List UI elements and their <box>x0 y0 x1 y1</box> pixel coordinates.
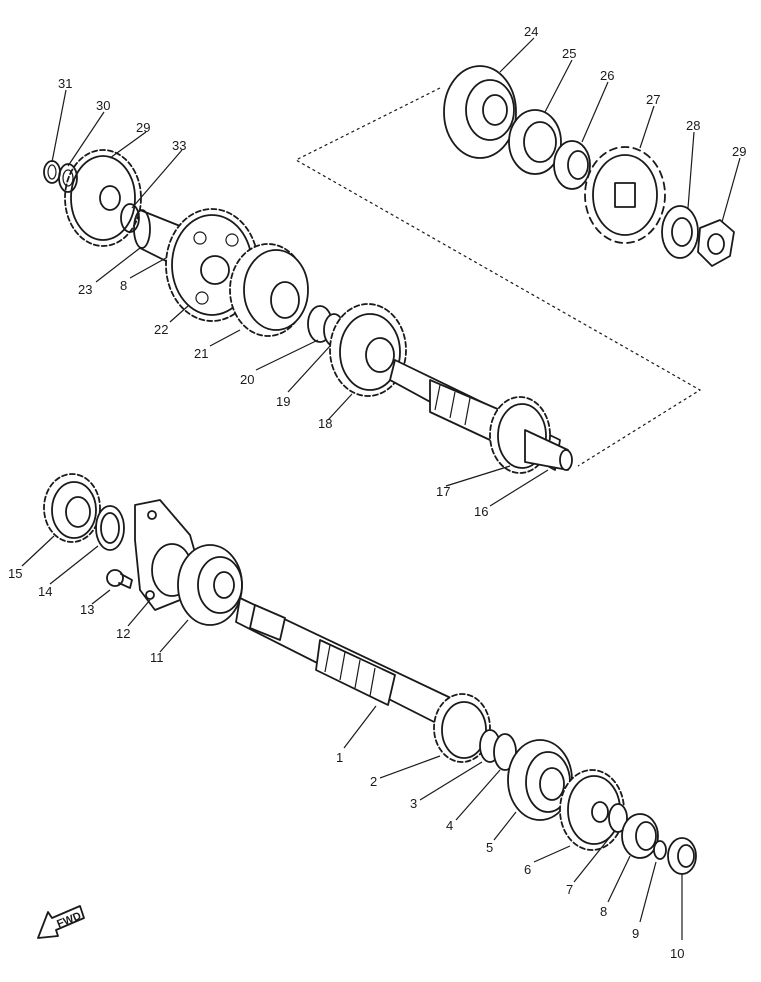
callout-5: 5 <box>486 840 493 855</box>
part-33-washer <box>120 203 140 233</box>
callout-13: 13 <box>80 602 94 617</box>
reference-dashed-line <box>294 87 702 467</box>
callout-22: 22 <box>154 322 168 337</box>
callout-14: 14 <box>38 584 52 599</box>
part-9-circlip <box>653 840 667 860</box>
callout-7: 7 <box>566 882 573 897</box>
callout-23: 23 <box>78 282 92 297</box>
callout-3: 3 <box>410 796 417 811</box>
callout-19: 19 <box>276 394 290 409</box>
callout-17: 17 <box>436 484 450 499</box>
callout-6: 6 <box>524 862 531 877</box>
part-14-washer <box>95 505 125 551</box>
part-15-gear <box>43 473 101 543</box>
part-13-bolt <box>106 569 133 589</box>
part-25-seal <box>508 109 562 175</box>
part-26-collar <box>553 140 591 190</box>
part-11-bearing <box>177 544 243 626</box>
part-7-washer <box>608 803 628 833</box>
part-29-nut <box>697 219 735 267</box>
callout-2: 2 <box>370 774 377 789</box>
callout-32: 31 <box>58 76 72 91</box>
part-28-lock-washer <box>661 205 699 259</box>
callout-25: 25 <box>562 46 576 61</box>
callout-21: 21 <box>194 346 208 361</box>
part-5-gear <box>507 739 573 821</box>
callout-28: 28 <box>686 118 700 133</box>
callout-12: 12 <box>116 626 130 641</box>
leader-lines <box>21 37 741 940</box>
callout-30: 29 <box>136 120 150 135</box>
fwd-arrow-icon: FWD <box>37 905 85 939</box>
part-27-sprocket <box>584 146 666 244</box>
callout-20: 20 <box>240 372 254 387</box>
callout-9: 9 <box>632 926 639 941</box>
part-32-circlip <box>43 160 61 184</box>
callout-24: 24 <box>524 24 538 39</box>
part-2-gear <box>433 693 491 763</box>
part-10-cap <box>667 837 697 875</box>
callout-8-upper: 8 <box>120 278 127 293</box>
callout-29: 29 <box>732 144 746 159</box>
callout-33: 33 <box>172 138 186 153</box>
callout-10: 10 <box>670 946 684 961</box>
part-16-shaft-spline <box>524 429 573 471</box>
part-4-washer <box>493 733 517 771</box>
callout-8-lower: 8 <box>600 904 607 919</box>
fwd-label: FWD <box>55 910 83 931</box>
callout-26: 26 <box>600 68 614 83</box>
part-31-washer <box>58 163 78 193</box>
callout-18: 18 <box>318 416 332 431</box>
part-18-gear <box>329 303 407 397</box>
part-8-collar <box>621 813 659 859</box>
part-24-bearing <box>443 65 517 159</box>
callout-4: 4 <box>446 818 453 833</box>
part-21-gear <box>229 243 309 337</box>
callout-16: 16 <box>474 504 488 519</box>
callout-11: 11 <box>150 650 164 665</box>
callout-27: 27 <box>646 92 660 107</box>
callout-31: 30 <box>96 98 110 113</box>
callout-1: 1 <box>336 750 343 765</box>
callout-labels: 31 30 29 33 23 8 22 21 20 19 18 17 16 24… <box>8 24 746 961</box>
part-1-main-shaft <box>235 597 456 731</box>
callout-15: 15 <box>8 566 22 581</box>
